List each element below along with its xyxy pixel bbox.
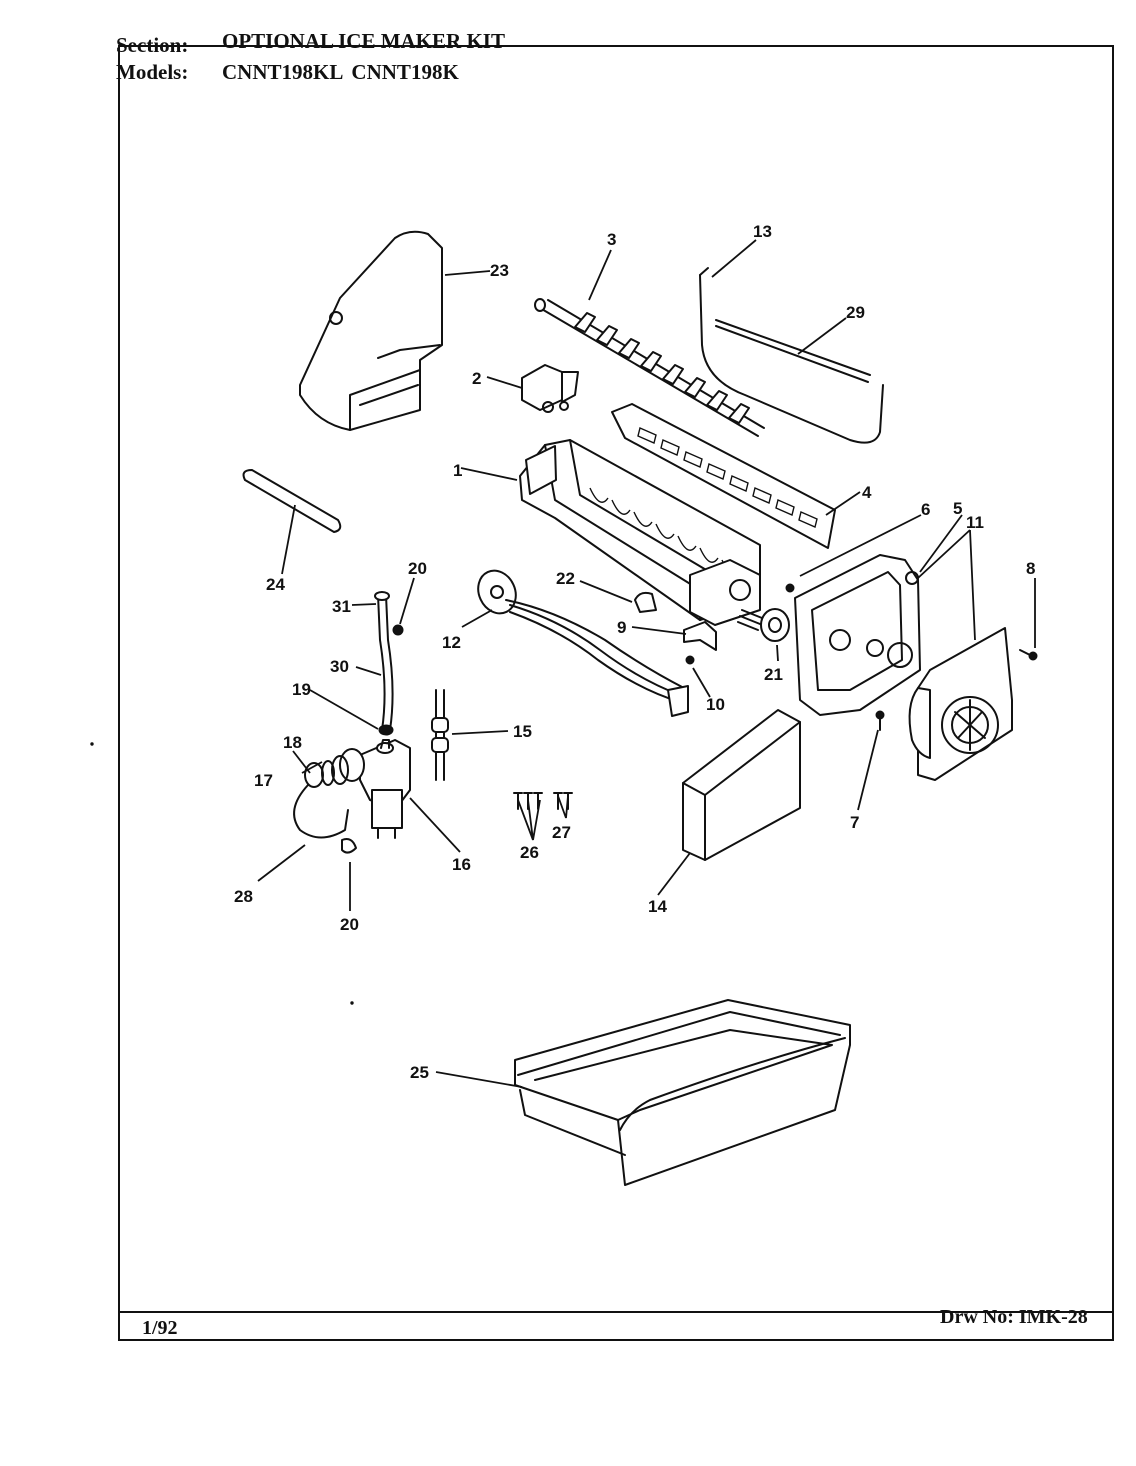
part-9-clip <box>683 621 717 651</box>
part-26-27-screws <box>513 792 573 810</box>
stripper-slot <box>706 463 726 480</box>
callout-7: 7 <box>850 813 859 832</box>
callout-12: 12 <box>442 633 461 652</box>
callout-1: 1 <box>453 461 462 480</box>
part-6-housing <box>794 554 921 716</box>
ejector-blade <box>684 377 706 398</box>
models-label: Models: <box>116 60 189 84</box>
callout-3: 3 <box>607 230 616 249</box>
callout-6: 6 <box>921 500 930 519</box>
screw <box>553 792 563 810</box>
ejector-blade <box>618 338 640 359</box>
drawing-frame <box>118 45 1114 1341</box>
part-24-tube <box>242 469 342 533</box>
stripper-slot <box>752 487 772 504</box>
callout-2: 2 <box>472 369 481 388</box>
stripper-slot <box>683 451 703 468</box>
callout-9: 9 <box>617 618 626 637</box>
stripper-slot <box>637 427 657 444</box>
callout-11: 11 <box>966 513 984 532</box>
callout-19: 19 <box>292 680 311 699</box>
ejector-blade <box>596 325 618 346</box>
callout-27: 27 <box>552 823 571 842</box>
mold-cavity <box>699 547 719 563</box>
part-29-shutoff-arm <box>699 267 884 444</box>
callout-4: 4 <box>862 483 872 502</box>
part-4-stripper <box>611 403 836 549</box>
ejector-blade <box>574 312 596 333</box>
callout-20-lower: 20 <box>340 915 359 934</box>
callout-20-upper: 20 <box>408 559 427 578</box>
part-21-coupling <box>737 608 790 642</box>
part-14-box <box>682 709 801 861</box>
callout-23: 23 <box>490 261 509 280</box>
mold-cavity <box>633 511 653 527</box>
callout-18: 18 <box>283 733 302 752</box>
screws <box>685 583 1038 731</box>
callout-22: 22 <box>556 569 575 588</box>
leader-lines <box>257 239 1036 1088</box>
callout-15: 15 <box>513 722 532 741</box>
callout-8: 8 <box>1026 559 1035 578</box>
mold-cavity <box>589 487 609 503</box>
scan-speck <box>350 1001 354 1005</box>
footer-divider <box>118 1311 1114 1313</box>
part-15-connector <box>431 689 449 781</box>
mold-cavity <box>611 499 631 515</box>
callout-25: 25 <box>410 1063 429 1082</box>
ejector-blade <box>662 364 684 385</box>
part-23-fill-cover <box>299 230 443 431</box>
callout-13: 13 <box>753 222 772 241</box>
part-1-mold <box>519 439 761 626</box>
part-12-wire-harness <box>477 569 689 717</box>
part-11-motor-plate <box>908 627 1013 781</box>
part-22-clip <box>634 591 657 613</box>
callout-29: 29 <box>846 303 865 322</box>
callout-26: 26 <box>520 843 539 862</box>
models-value: CNNT198KL CNNT198K <box>222 60 459 84</box>
ejector-blade <box>706 390 728 411</box>
part-25-ice-bin <box>514 999 851 1186</box>
callout-14: 14 <box>648 897 667 916</box>
drawing-number: Drw No: IMK-28 <box>940 1306 1088 1328</box>
ejector-blade <box>640 351 662 372</box>
stripper-slot <box>775 499 795 516</box>
callout-28: 28 <box>234 887 253 906</box>
part-2-thermostat <box>521 364 579 413</box>
callout-16: 16 <box>452 855 471 874</box>
callout-31: 31 <box>332 597 351 616</box>
part-3-ejector <box>534 298 765 437</box>
callout-30: 30 <box>330 657 349 676</box>
mold-cavity <box>655 523 675 539</box>
stripper-slot <box>798 511 818 528</box>
callout-5: 5 <box>953 499 962 518</box>
ejector-blade <box>728 403 750 424</box>
callout-24: 24 <box>266 575 285 594</box>
callout-21: 21 <box>764 665 783 684</box>
callout-17: 17 <box>254 771 273 790</box>
scan-speck <box>90 742 94 746</box>
part-16-water-valve <box>293 739 411 854</box>
callout-labels: 1 2 3 4 5 6 7 8 9 10 11 12 13 14 15 16 1… <box>234 222 1035 1082</box>
stripper-slot <box>729 475 749 492</box>
mold-cavity <box>677 535 697 551</box>
callout-10: 10 <box>706 695 725 714</box>
stripper-slot <box>660 439 680 456</box>
part-30-fill-tube <box>374 591 404 736</box>
footer-date: 1/92 <box>142 1317 178 1339</box>
